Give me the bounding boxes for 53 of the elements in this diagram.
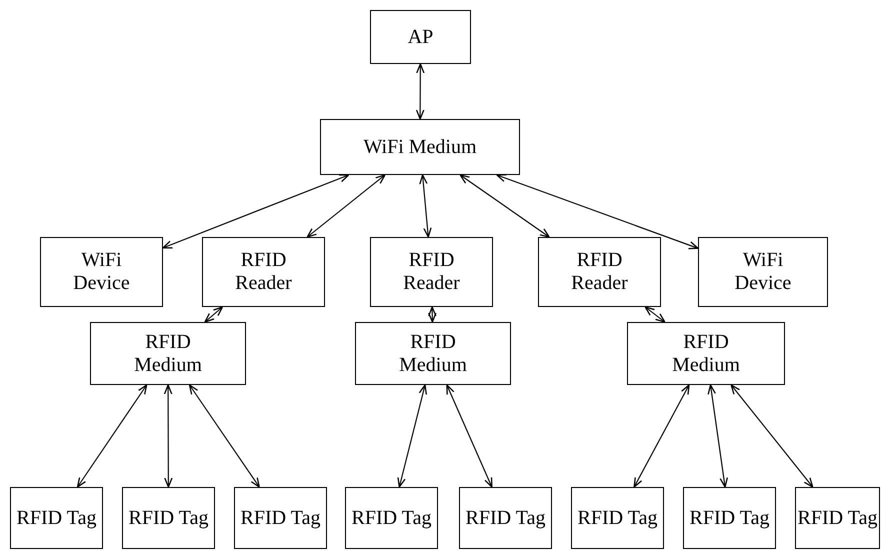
node-box <box>698 237 828 307</box>
node-box <box>234 487 327 549</box>
double-arrow <box>419 174 432 238</box>
node-label: RFID Reader <box>234 249 293 295</box>
node-box <box>627 322 785 385</box>
node-label: RFID Tag <box>690 506 770 530</box>
node-box <box>459 487 552 549</box>
node-box <box>795 487 880 549</box>
node-label: RFID Tag <box>798 506 878 530</box>
node-label: AP <box>408 26 434 48</box>
node-box <box>10 487 103 549</box>
node-label: RFID Tag <box>128 506 208 530</box>
node-box <box>320 119 520 175</box>
node-box <box>571 487 664 549</box>
node-label: RFID Tag <box>466 506 546 530</box>
double-arrow <box>306 174 386 238</box>
node-box <box>538 237 661 307</box>
double-arrow <box>76 384 148 488</box>
node-box <box>40 237 163 307</box>
double-arrow <box>730 384 814 488</box>
double-arrow <box>460 174 550 238</box>
node-box <box>90 322 246 385</box>
node-label: WiFi Device <box>734 249 792 295</box>
node-label: WiFi Device <box>72 249 131 295</box>
node-label: RFID Medium <box>671 330 741 376</box>
double-arrow <box>446 384 492 488</box>
double-arrow <box>164 384 173 488</box>
double-arrow <box>708 384 728 488</box>
node-box <box>345 487 438 549</box>
node-label: RFID Medium <box>398 330 468 376</box>
node-label: RFID Tag <box>352 506 432 530</box>
double-arrow <box>162 174 350 249</box>
double-arrow <box>397 384 427 488</box>
double-arrow <box>416 63 425 120</box>
node-box <box>122 487 215 549</box>
node-box <box>683 487 776 549</box>
node-label: RFID Tag <box>16 506 96 530</box>
double-arrow <box>496 174 699 250</box>
double-arrow <box>428 306 437 323</box>
double-arrow <box>634 384 690 488</box>
double-arrow <box>188 384 260 488</box>
node-label: RFID Reader <box>402 249 461 295</box>
node-box <box>370 237 493 307</box>
node-label: WiFi Medium <box>363 136 477 158</box>
node-box <box>202 237 325 307</box>
node-box <box>355 322 511 385</box>
node-label: RFID Tag <box>240 506 320 530</box>
double-arrow <box>204 306 224 323</box>
double-arrow <box>644 306 666 323</box>
node-label: RFID Medium <box>133 330 203 376</box>
node-label: RFID Tag <box>578 506 658 530</box>
node-label: RFID Reader <box>570 249 629 295</box>
node-box <box>370 10 471 64</box>
